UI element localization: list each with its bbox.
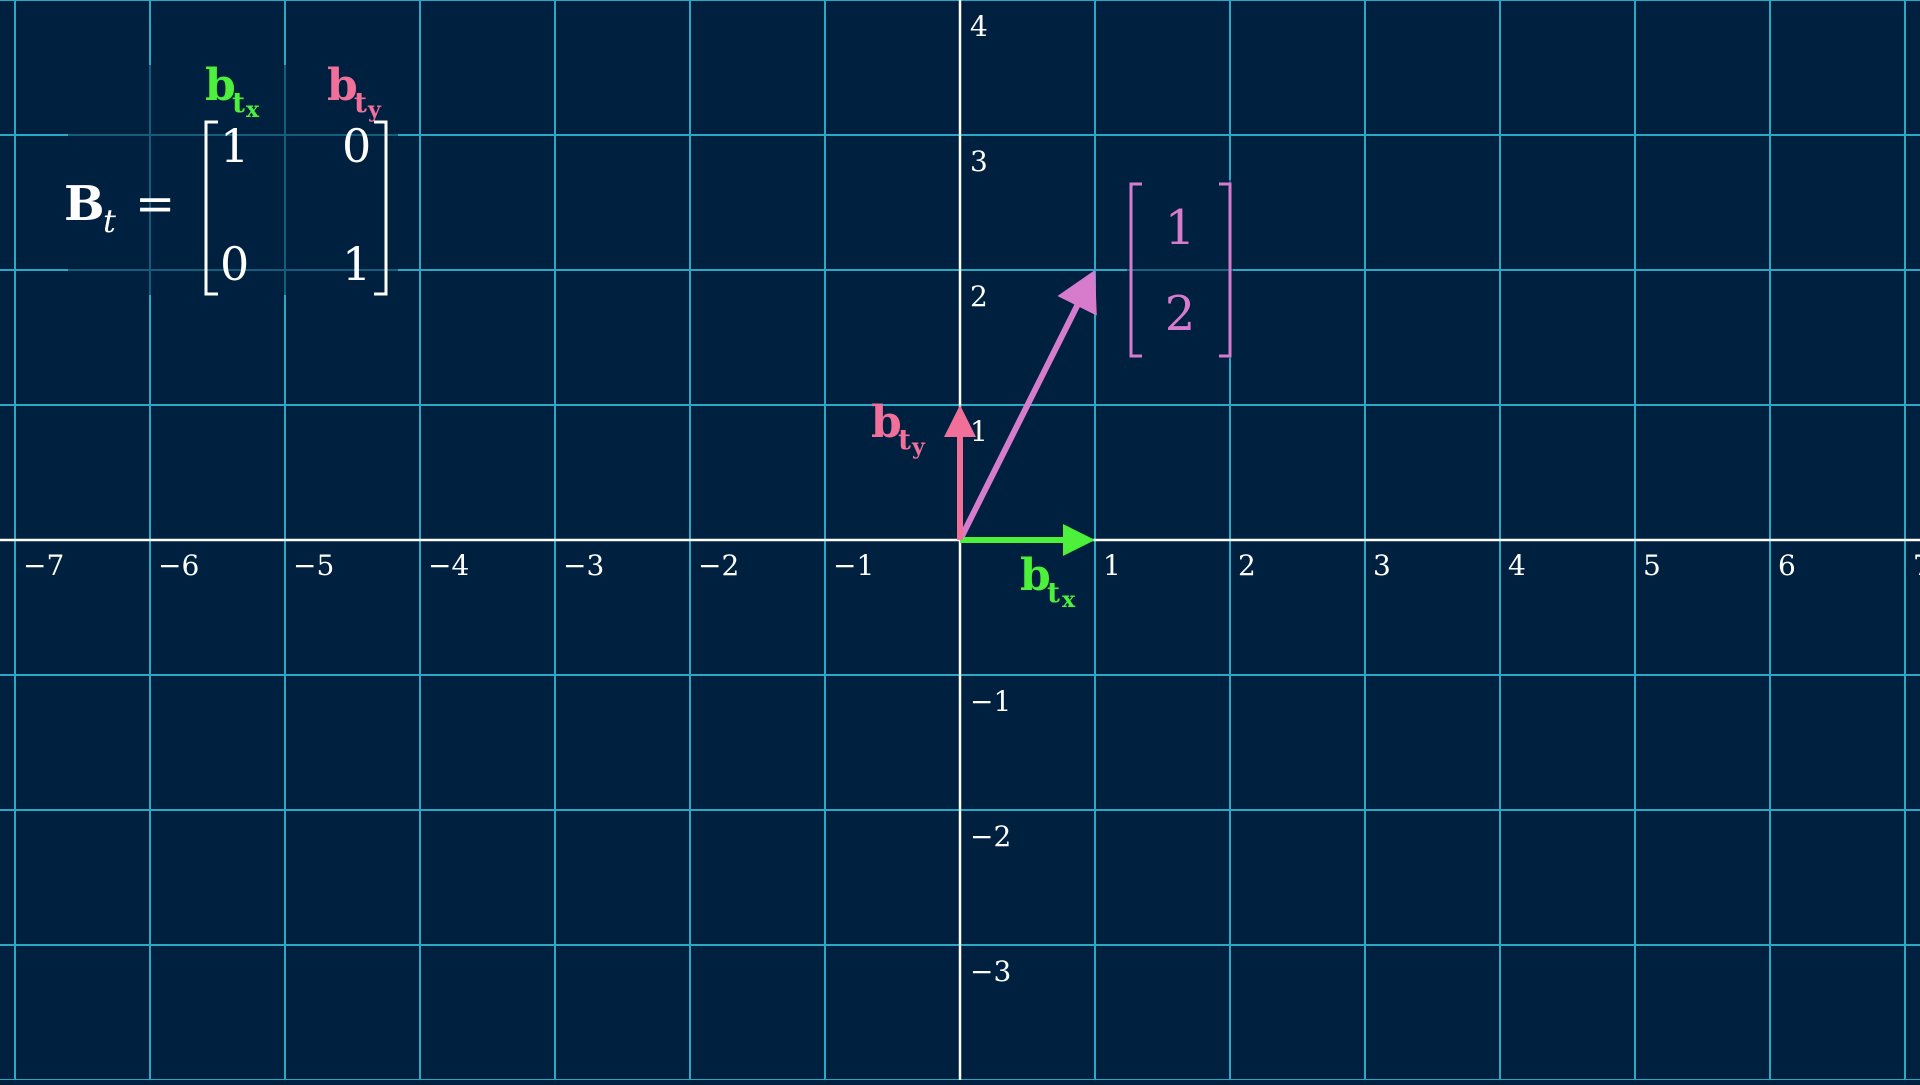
x-tick-label: 5 [1643,549,1661,582]
basis-y-arrowhead [944,405,976,437]
matrix-col1-header: b [205,60,236,111]
basis-y-label: b t y [871,397,926,460]
vector-v-entry-2: 2 [1165,286,1196,342]
matrix-col2-header: b [327,60,358,111]
y-tick-label: 1 [970,415,988,448]
matrix-entry-2-1: 0 [220,237,249,291]
basis-y-label-main: b [871,397,902,448]
matrix-col2-header-subsub: y [367,97,382,123]
basis-y-label-sub: t [898,423,911,456]
x-tick-label: −7 [23,549,64,582]
y-tick-label: −1 [970,685,1011,718]
matrix-col2-header-sub: t [354,86,367,119]
x-tick-label: −2 [698,549,739,582]
basis-x-label-main: b [1020,550,1051,601]
matrix-lhs-main: B [64,176,105,232]
vector-v-left-bracket [1129,182,1142,358]
y-tick-label: 2 [970,280,988,313]
x-tick-label: −1 [833,549,874,582]
matrix-right-bracket [374,120,388,296]
matrix-lhs-sub: t [103,202,116,240]
x-tick-label: −6 [158,549,199,582]
tick-labels: −7 −6 −5 −4 −3 −2 −1 1 2 3 4 5 6 7 −3 −2 −1 1 2 3 4 [23,10,1920,988]
x-tick-label: 3 [1373,549,1391,582]
y-tick-label: −3 [970,955,1011,988]
vector-v-arrowhead [1057,270,1097,316]
x-tick-label: −5 [293,549,334,582]
x-tick-label: 7 [1913,549,1920,582]
x-tick-label: −3 [563,549,604,582]
matrix-left-bracket [204,120,218,296]
x-tick-label: 2 [1238,549,1256,582]
y-tick-label: −2 [970,820,1011,853]
y-tick-label: 4 [970,10,988,43]
basis-x-label-sub: t [1047,576,1060,609]
x-tick-label: 4 [1508,549,1526,582]
matrix-col1-header-subsub: x [246,97,260,123]
basis-x-label-subsub: x [1062,587,1076,613]
basis-matrix: B t = b t x b t y 1 0 0 1 [64,60,388,296]
matrix-backdrop [68,65,398,295]
matrix-equals: = [135,176,175,232]
matrix-col1-header-sub: t [232,86,245,119]
x-tick-label: −4 [428,549,469,582]
x-tick-label: 6 [1778,549,1796,582]
matrix-entry-2-2: 1 [342,237,371,291]
matrix-entry-1-2: 0 [342,119,371,173]
x-tick-label: 1 [1103,549,1121,582]
vector-v-shaft [957,302,1081,542]
vector-v-entry-1: 1 [1165,200,1196,256]
basis-y-label-subsub: y [911,434,926,460]
y-tick-label: 3 [970,145,988,178]
vector-v-column: 1 2 [1127,180,1233,358]
basis-x-label: b t x [1020,550,1076,613]
matrix-entry-1-1: 1 [220,119,249,173]
basis-x-arrowhead [1063,524,1095,556]
vector-v-backdrop [1127,180,1233,358]
vectors [944,270,1097,556]
vector-v-right-bracket [1219,182,1232,358]
